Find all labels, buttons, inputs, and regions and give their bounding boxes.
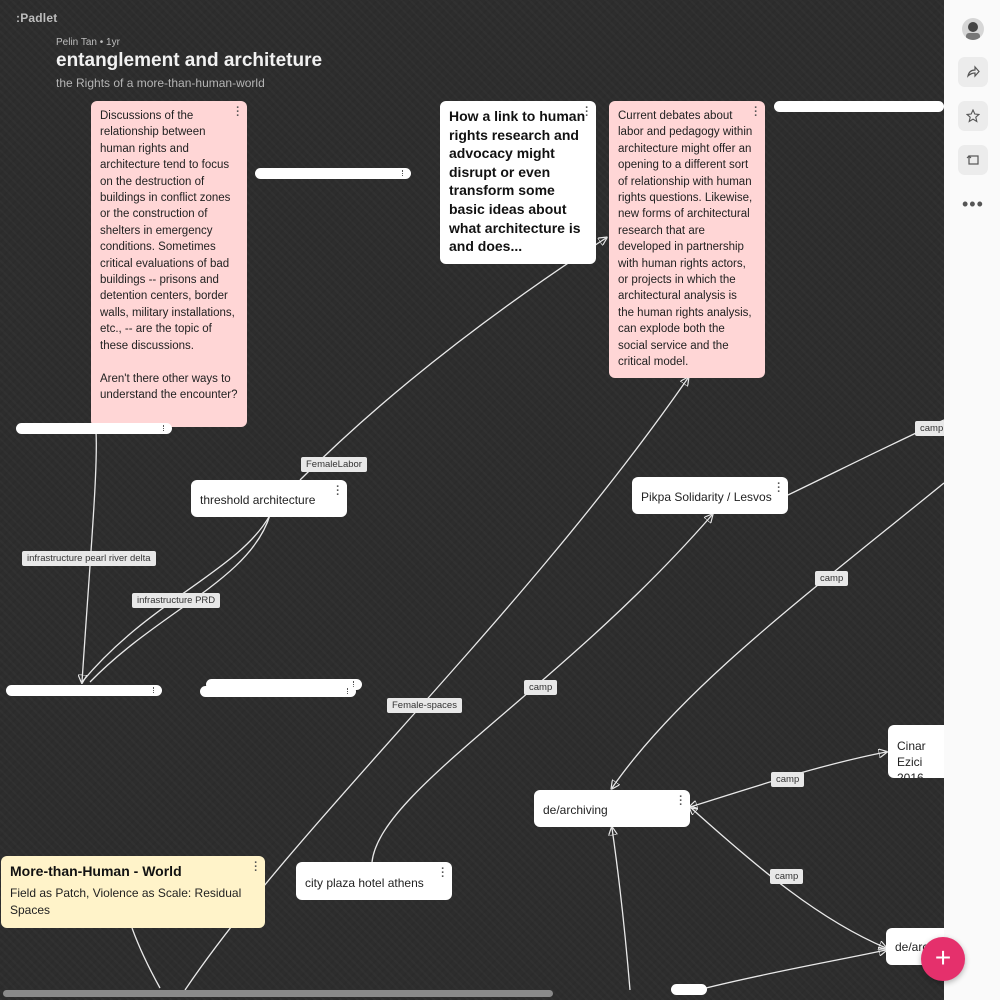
post-card-dearchiving[interactable]: de/archiving: [534, 790, 690, 827]
post-menu-icon[interactable]: [676, 795, 686, 807]
connection-line: [81, 514, 271, 683]
connection-label-camp[interactable]: camp: [915, 421, 949, 436]
post-title: How a link to human rights research and …: [449, 108, 586, 255]
page-title: entanglement and architeture: [56, 50, 323, 71]
post-card-how-link[interactable]: How a link to human rights research and …: [440, 101, 596, 264]
post-menu-icon[interactable]: [774, 482, 784, 494]
collapsed-post[interactable]: [200, 686, 356, 697]
connection-label-female-spaces[interactable]: Female-spaces: [387, 698, 462, 713]
avatar-icon[interactable]: [962, 18, 984, 40]
post-card-current-debates[interactable]: Current debates about labor and pedagogy…: [609, 101, 765, 378]
post-text: Current debates about labor and pedagogy…: [618, 110, 753, 369]
collapsed-post[interactable]: [206, 679, 362, 690]
post-card-pikpa[interactable]: Pikpa Solidarity / Lesvos: [632, 477, 788, 514]
share-icon[interactable]: [958, 57, 988, 87]
collapsed-post[interactable]: [16, 423, 172, 434]
more-icon[interactable]: •••: [962, 194, 984, 214]
post-card-city-plaza[interactable]: city plaza hotel athens: [296, 862, 452, 900]
post-menu-icon[interactable]: [438, 867, 448, 879]
connection-label-camp[interactable]: camp: [815, 571, 849, 586]
post-text: Discussions of the relationship between …: [100, 110, 238, 401]
post-menu-icon[interactable]: [333, 485, 343, 497]
remake-icon[interactable]: [958, 145, 988, 175]
connection-label-female-labor[interactable]: FemaleLabor: [301, 457, 367, 472]
connection-line: [612, 828, 631, 991]
connection-label-camp[interactable]: camp: [524, 680, 558, 695]
post-menu-icon[interactable]: [251, 861, 261, 873]
post-card-discussions[interactable]: Discussions of the relationship between …: [91, 101, 247, 427]
connection-label-camp[interactable]: camp: [770, 869, 804, 884]
post-text: Field as Patch, Violence as Scale: Resid…: [10, 886, 242, 917]
post-title: More-than-Human - World: [10, 863, 182, 879]
post-menu-icon[interactable]: [751, 106, 761, 118]
page-subtitle: the Rights of a more-than-human-world: [56, 76, 265, 90]
post-card-more-than-human[interactable]: More-than-Human - World Field as Patch, …: [1, 856, 265, 928]
post-title: Cinar Ezici 2016: [897, 739, 926, 778]
post-title: de/archiving: [543, 803, 608, 817]
star-icon[interactable]: [958, 101, 988, 131]
post-title: Pikpa Solidarity / Lesvos: [641, 490, 772, 504]
connection-line: [299, 238, 606, 481]
post-menu-icon[interactable]: [402, 170, 405, 176]
collapsed-post[interactable]: [255, 168, 411, 179]
connection-line: [705, 950, 886, 989]
padlet-logo[interactable]: :Padlet: [16, 11, 58, 25]
post-menu-icon[interactable]: [582, 106, 592, 118]
post-menu-icon[interactable]: [233, 106, 243, 118]
connection-line: [131, 927, 161, 989]
post-title: threshold architecture: [200, 493, 316, 507]
post-title: de/arc: [895, 940, 929, 954]
connection-label-prd[interactable]: infrastructure PRD: [132, 593, 221, 608]
post-menu-icon[interactable]: [153, 687, 156, 693]
post-card-threshold[interactable]: threshold architecture: [191, 480, 347, 517]
post-title: city plaza hotel athens: [305, 876, 424, 890]
add-post-button[interactable]: +: [921, 937, 965, 981]
author-meta: Pelin Tan • 1yr: [56, 37, 120, 48]
post-menu-icon[interactable]: [347, 688, 350, 694]
connection-line: [82, 431, 97, 682]
collapsed-post[interactable]: [671, 984, 707, 995]
connection-label-camp[interactable]: camp: [771, 772, 805, 787]
connection-label-pearl-river[interactable]: infrastructure pearl river delta: [22, 551, 156, 566]
collapsed-post[interactable]: [6, 685, 162, 696]
collapsed-post[interactable]: [774, 101, 944, 112]
connection-line: [612, 482, 945, 788]
connection-line: [690, 807, 886, 948]
post-menu-icon[interactable]: [353, 681, 356, 687]
connection-line: [371, 515, 712, 863]
horizontal-scrollbar[interactable]: [3, 990, 553, 997]
post-menu-icon[interactable]: [163, 425, 166, 431]
right-sidebar: •••: [944, 0, 1000, 1000]
